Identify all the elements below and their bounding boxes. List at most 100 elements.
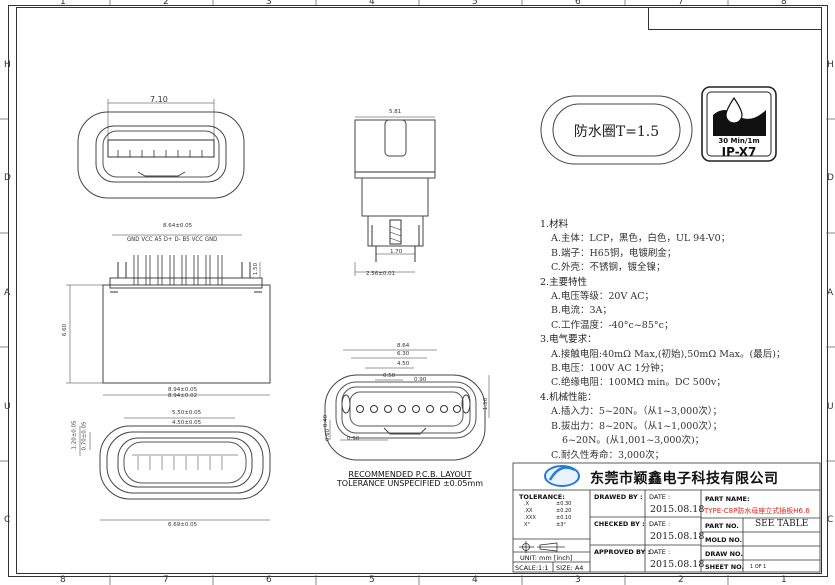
tol-row-2: .XX (524, 508, 533, 514)
bottom-view (79, 417, 271, 521)
dim-body-width-2: 8.94±0.02 (168, 393, 198, 399)
part-name-label: PART NAME: (705, 495, 750, 503)
dim-bottom-a: 5.50±0.05 (172, 410, 202, 416)
tolerance-label: TOLERANCE: (519, 493, 565, 501)
unit-label: UNIT: mm [inch] (520, 554, 573, 562)
corner-tab (648, 7, 821, 30)
dim-pcb-i: 1.50 (483, 397, 490, 411)
dim-bottom-d: 1.20±0.05 (71, 420, 78, 450)
date-value-3: 2015.08.18 (650, 559, 705, 570)
spec-item: C.耐久性寿命：3,000次； (551, 449, 665, 461)
zone-top-8: 8 (781, 0, 787, 7)
spec-section-1-title: 1.材料 (540, 219, 569, 230)
date-label-3: DATE : (649, 548, 671, 556)
zone-bottom-3: 3 (575, 575, 581, 585)
side-view (354, 116, 436, 276)
zone-left-d: D (4, 173, 11, 183)
dim-body-height: 6.60 (62, 323, 69, 337)
pin-label-7: VCC (191, 236, 203, 243)
pcb-note-line-1: RECOMMENDED P.C.B. LAYOUT (348, 470, 472, 479)
spec-item: C.绝缘电阻：100MΩ min。DC 500v； (551, 377, 726, 389)
spec-item: A.插入力：5~20N。（从1~3,000次）； (551, 406, 722, 418)
dim-pcb-h: 0.90 (347, 436, 360, 442)
zone-bottom-1: 1 (781, 575, 787, 585)
date-label-2: DATE : (649, 520, 671, 528)
zone-top-7: 7 (678, 0, 684, 7)
size-label: SIZE: A4 (556, 564, 584, 572)
zone-top-2: 2 (163, 0, 169, 7)
pin-view (66, 234, 271, 396)
spec-item: C.工作温度：-40°c~85°c； (551, 319, 674, 331)
dim-bottom-c: 6.69±0.05 (168, 522, 198, 528)
spec-item: B.电流：3A； (551, 305, 612, 317)
sheet-no-value: 1 OF 1 (750, 564, 767, 570)
dim-pcb-f: 0.40 (323, 414, 330, 428)
dim-pcb-c: 4.50 (397, 361, 410, 367)
draw-no-label: DRAW NO. (705, 550, 743, 558)
pin-label-8: GND (204, 236, 218, 243)
dim-side-top: 5.81 (389, 109, 402, 115)
tol-val-4: ±3° (556, 522, 566, 528)
spec-item: A.接触电阻:40mΩ Max,(初始),50mΩ Max。(最后)； (551, 348, 786, 360)
dim-side-bottom: 1.70 (390, 249, 403, 255)
tol-val-1: ±0.30 (556, 501, 572, 507)
sheet-no-label: SHEET NO. (705, 563, 744, 571)
part-no-value: SEE TABLE (755, 519, 809, 529)
company-logo (544, 465, 580, 487)
specifications: 1.材料 A.主体：LCP，黑色，白色，UL 94-V0； B.端子：H65铜，… (540, 218, 820, 463)
dim-pcb-a: 8.64 (397, 343, 410, 349)
spec-item: 6~20N。(从1,001~3,000次)； (562, 435, 705, 447)
ip-badge-rating: IP-X7 (721, 145, 757, 159)
outer-frame (8, 5, 828, 577)
zone-bottom-4: 4 (472, 575, 478, 585)
zone-left-a: A (4, 288, 11, 298)
scale-label: SCALE:1:1 (515, 564, 549, 572)
drawed-by-label: DRAWED BY : (594, 493, 643, 501)
zone-bottom-7: 7 (163, 575, 169, 585)
zone-top-3: 3 (266, 0, 272, 7)
pcb-note-line-2: TOLERANCE UNSPECIFIED ±0.05mm (336, 479, 484, 488)
pin-label-3: A5 (154, 236, 162, 243)
pin-label-6: B5 (182, 236, 190, 243)
ip-badge-spec: 30 Min/1m (718, 137, 760, 145)
zone-top-6: 6 (575, 0, 581, 7)
spec-section-2-title: 2.主要特性 (540, 276, 588, 288)
zone-bottom-5: 5 (369, 575, 375, 585)
dim-pin-span: 8.64±0.05 (163, 223, 193, 229)
checked-by-label: CHECKED BY : (594, 520, 645, 528)
zone-right-h: H (827, 60, 834, 70)
approved-by-label: APPROVED BY : (594, 548, 651, 556)
dim-pcb-g: 0.60 (325, 428, 332, 442)
company-name: 东莞市颖鑫电子科技有限公司 (590, 471, 779, 487)
zone-right-a: A (827, 288, 834, 298)
pin-label-1: GND (127, 236, 140, 243)
tol-row-1: .X (524, 501, 530, 507)
pin-label-2: VCC (141, 236, 153, 243)
date-value-2: 2015.08.18 (650, 531, 705, 542)
zone-top-1: 1 (60, 0, 66, 7)
pin-label-4: D+ (163, 236, 173, 243)
spec-section-3-title: 3.电气要求： (540, 334, 597, 346)
mold-no-label: MOLD NO. (705, 536, 743, 544)
zone-top-4: 4 (369, 0, 375, 7)
tol-row-3: .XXX (524, 515, 536, 521)
ip-badge (701, 86, 777, 162)
front-view (77, 99, 245, 199)
pin-labels: GND VCC A5 D+ D- B5 VCC GND (127, 236, 217, 243)
zone-right-c: C (827, 515, 834, 525)
date-label-1: DATE : (649, 493, 671, 501)
zone-right-d: D (827, 173, 834, 183)
tol-val-3: ±0.10 (556, 515, 572, 521)
tol-row-4: X° (524, 522, 530, 528)
dim-pcb-e: 0.50 (383, 373, 396, 379)
pin-label-5: D- (174, 236, 181, 243)
part-name-value: TYPE-C8P防水母座立式插板H6.6 (704, 507, 810, 515)
zone-left-u: U (4, 402, 11, 412)
dim-front-width: 7.10 (150, 95, 168, 104)
pcb-layout (324, 349, 490, 461)
tol-val-2: ±0.20 (556, 508, 572, 514)
zone-bottom-6: 6 (266, 575, 272, 585)
dim-pin-height: 1.50 (253, 262, 260, 276)
